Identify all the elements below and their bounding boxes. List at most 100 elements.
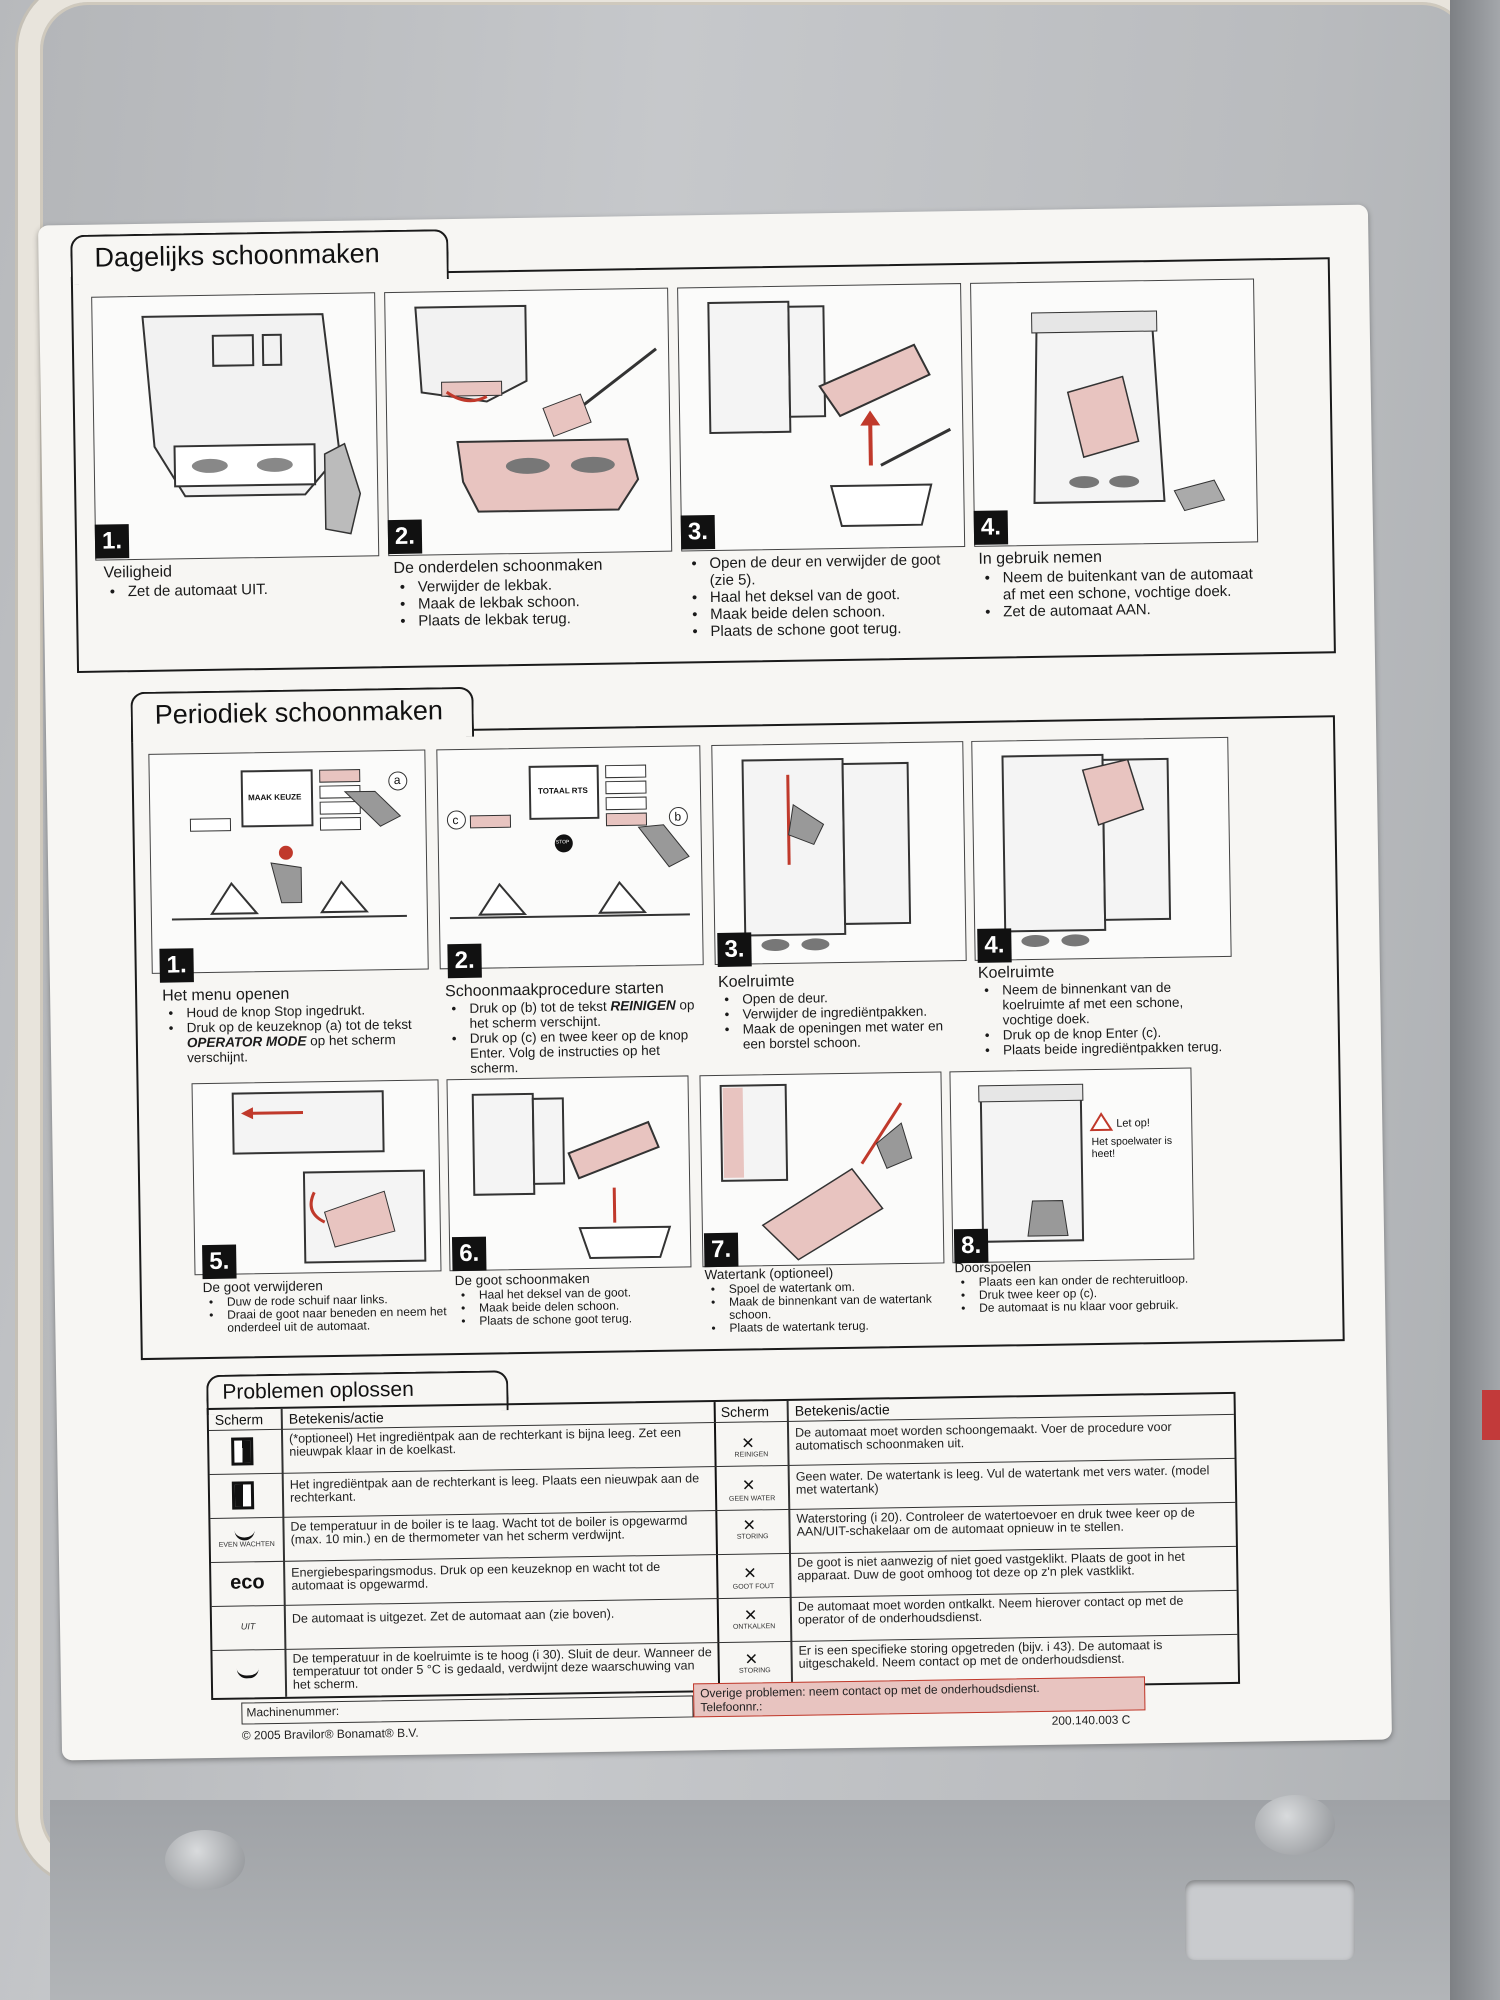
daily-step-4-title: In gebruik nemen xyxy=(978,548,1103,568)
periodic-step-4-bullet: Neem de binnenkant van de koelruimte af … xyxy=(1002,979,1229,1028)
problem-right-row-5: De automaat moet worden ontkalkt. Neem h… xyxy=(797,1593,1184,1627)
cross-mark-icon: ✕ xyxy=(744,1651,759,1669)
periodic-illustration-3 xyxy=(711,741,967,966)
periodic-step-7-bullet: Maak de binnenkant van de watertank scho… xyxy=(729,1292,950,1322)
periodic-step-5-title: De goot verwijderen xyxy=(202,1278,323,1296)
daily-illustration-1 xyxy=(91,292,380,561)
phone-label: Telefoonnr.: xyxy=(700,1699,763,1715)
daily-step-2-title: De onderdelen schoonmaken xyxy=(393,556,603,577)
daily-step-4-caption: In gebruik nemen Neem de buitenkant van … xyxy=(978,546,1269,621)
problem-right-row-2: Geen water. De watertank is leeg. Vul de… xyxy=(795,1463,1210,1497)
callout-c: c xyxy=(452,813,459,828)
machine-handle xyxy=(1185,1880,1355,1960)
periodic-step-2-number: 2. xyxy=(447,943,482,979)
problem-left-row-1: (*optioneel) Het ingrediëntpak aan de re… xyxy=(289,1425,682,1459)
eco-icon: eco xyxy=(229,1571,265,1594)
daily-illustration-4 xyxy=(970,278,1259,547)
copyright: © 2005 Bravilor® Bonamat® B.V. xyxy=(241,1725,419,1743)
cross-mark-icon: ✕ xyxy=(743,1565,757,1583)
callout-a: a xyxy=(393,772,401,788)
problem-right-row-6: Er is een specifieke storing opgetreden … xyxy=(798,1638,1163,1671)
col-header-screen: Scherm xyxy=(214,1411,264,1428)
periodic-illustration-8: Let op! Het spoelwater is heet! xyxy=(949,1067,1195,1264)
emphasis-operator-mode: OPERATOR MODE xyxy=(186,1033,307,1051)
emphasis-reinigen: REINIGEN xyxy=(610,997,676,1014)
problems-table: Scherm Betekenis/actie Scherm Betekenis/… xyxy=(206,1391,1241,1701)
problem-left-row-3: De temperatuur in de boiler is te laag. … xyxy=(290,1513,688,1547)
callout-b: b xyxy=(674,809,682,824)
problem-left-row-4: Energiebesparingsmodus. Druk op een keuz… xyxy=(291,1559,661,1593)
problem-left-row-2: Het ingrediëntpak aan de rechterkant is … xyxy=(289,1471,700,1505)
daily-step-2-number: 2. xyxy=(387,519,423,555)
daily-step-1-title: Veiligheid xyxy=(103,563,173,582)
periodic-step-1-number: 1. xyxy=(159,948,194,983)
periodic-illustration-2: TOTAAL RTS b c STOP xyxy=(436,745,704,970)
other-problems-box: Overige problemen: neem contact op met d… xyxy=(693,1676,1146,1718)
periodic-step-7-title: Watertank (optioneel) xyxy=(704,1265,834,1283)
daily-step-4-bullet: Neem de buitenkant van de automaat af me… xyxy=(1003,565,1270,604)
screen-label-totaal: TOTAAL RTS xyxy=(537,785,588,796)
periodic-step-2-bullet-1: Druk op (b) tot de tekst REINIGEN op het… xyxy=(469,997,710,1031)
red-tab xyxy=(1482,1390,1500,1440)
periodic-step-1-bullet-2: Druk op de keuzeknop (a) tot de tekst OP… xyxy=(186,1016,434,1066)
warning-text: Het spoelwater is heet! xyxy=(1091,1134,1173,1161)
screen-label-maak-keuze: MAAK KEUZE xyxy=(247,792,302,803)
periodic-illustration-6 xyxy=(446,1075,692,1272)
periodic-step-2-bullet: Druk op (c) en twee keer op de knop Ente… xyxy=(470,1027,712,1075)
problem-left-row-5: De automaat is uitgezet. Zet de automaat… xyxy=(291,1606,615,1626)
screw-bottom-right xyxy=(1255,1795,1335,1855)
cross-mark-icon: ✕ xyxy=(741,1435,755,1453)
ingredient-pack-nearly-empty-icon xyxy=(231,1437,254,1466)
periodic-illustration-4 xyxy=(971,736,1232,961)
periodic-step-3-title: Koelruimte xyxy=(717,972,795,991)
problem-right-row-4: De goot is niet aanwezig of niet goed va… xyxy=(797,1549,1185,1583)
ingredient-pack-empty-icon xyxy=(231,1481,255,1510)
off-icon: UIT xyxy=(240,1621,256,1632)
boiler-heating-icon xyxy=(234,1523,255,1541)
instruction-sticker: Dagelijks schoonmaken 1. 2. xyxy=(38,204,1392,1761)
periodic-title: Periodiek schoonmaken xyxy=(130,686,475,743)
problem-right-row-1: De automaat moet worden schoongemaakt. V… xyxy=(794,1419,1172,1453)
periodic-step-3-caption: Koelruimte Open de deur. Verwijder de in… xyxy=(718,971,969,1052)
daily-title: Dagelijks schoonmaken xyxy=(70,229,449,286)
periodic-step-6-title: De goot schoonmaken xyxy=(454,1271,590,1289)
periodic-step-2-caption: Schoonmaakprocedure starten Druk op (b) … xyxy=(445,980,711,1076)
col-header-screen: Scherm xyxy=(720,1403,770,1420)
cross-mark-icon: ✕ xyxy=(742,1517,757,1535)
cross-mark-icon: ✕ xyxy=(743,1607,758,1625)
stop-button-label: STOP xyxy=(555,839,570,846)
col-header-meaning: Betekenis/actie xyxy=(288,1409,384,1427)
periodic-step-6-caption: De goot schoonmaken Haal het deksel van … xyxy=(455,1270,696,1328)
periodic-step-8-caption: Doorspoelen Plaats een kan onder de rech… xyxy=(954,1257,1205,1315)
periodic-step-4-caption: Koelruimte Neem de binnenkant van de koe… xyxy=(978,962,1229,1058)
periodic-step-5-number: 5. xyxy=(202,1244,237,1280)
doc-code: 200.140.003 C xyxy=(1051,1712,1131,1728)
daily-step-3-caption: Open de deur en verwijder de goot (zie 5… xyxy=(685,551,966,640)
periodic-step-7-number: 7. xyxy=(703,1232,739,1268)
periodic-illustration-5 xyxy=(191,1079,442,1276)
periodic-step-4-number: 4. xyxy=(977,928,1012,963)
table-divider xyxy=(280,1408,287,1697)
daily-step-1-number: 1. xyxy=(94,524,130,559)
cross-mark-icon: ✕ xyxy=(741,1477,756,1495)
periodic-step-6-number: 6. xyxy=(451,1236,487,1272)
cooling-temperature-icon xyxy=(236,1661,259,1679)
daily-step-3-number: 3. xyxy=(680,514,716,550)
table-divider xyxy=(786,1400,793,1689)
daily-step-1-caption: Veiligheid Zet de automaat UIT. xyxy=(103,560,374,600)
chute-fault-icon: GOOT FOUT xyxy=(732,1583,775,1591)
machine-number-label: Machinenummer: xyxy=(246,1703,340,1720)
col-header-meaning: Betekenis/actie xyxy=(794,1401,890,1419)
daily-illustration-3 xyxy=(677,283,966,552)
periodic-step-7-caption: Watertank (optioneel) Spoel de watertank… xyxy=(704,1264,950,1335)
periodic-illustration-7 xyxy=(699,1071,945,1268)
table-divider xyxy=(713,1402,721,1691)
periodic-illustration-1: MAAK KEUZE a xyxy=(148,749,429,974)
periodic-step-4-title: Koelruimte xyxy=(977,963,1055,982)
machine-number-box: Machinenummer: xyxy=(241,1695,694,1725)
daily-step-4-number: 4. xyxy=(973,510,1009,545)
daily-step-3-bullet: Open de deur en verwijder de goot (zie 5… xyxy=(709,551,966,589)
periodic-step-2-title: Schoonmaakprocedure starten xyxy=(444,979,665,1001)
periodic-step-5-caption: De goot verwijderen Duw de rode schuif n… xyxy=(203,1277,454,1335)
other-problems-text: Overige problemen: neem contact op met d… xyxy=(700,1680,1040,1701)
